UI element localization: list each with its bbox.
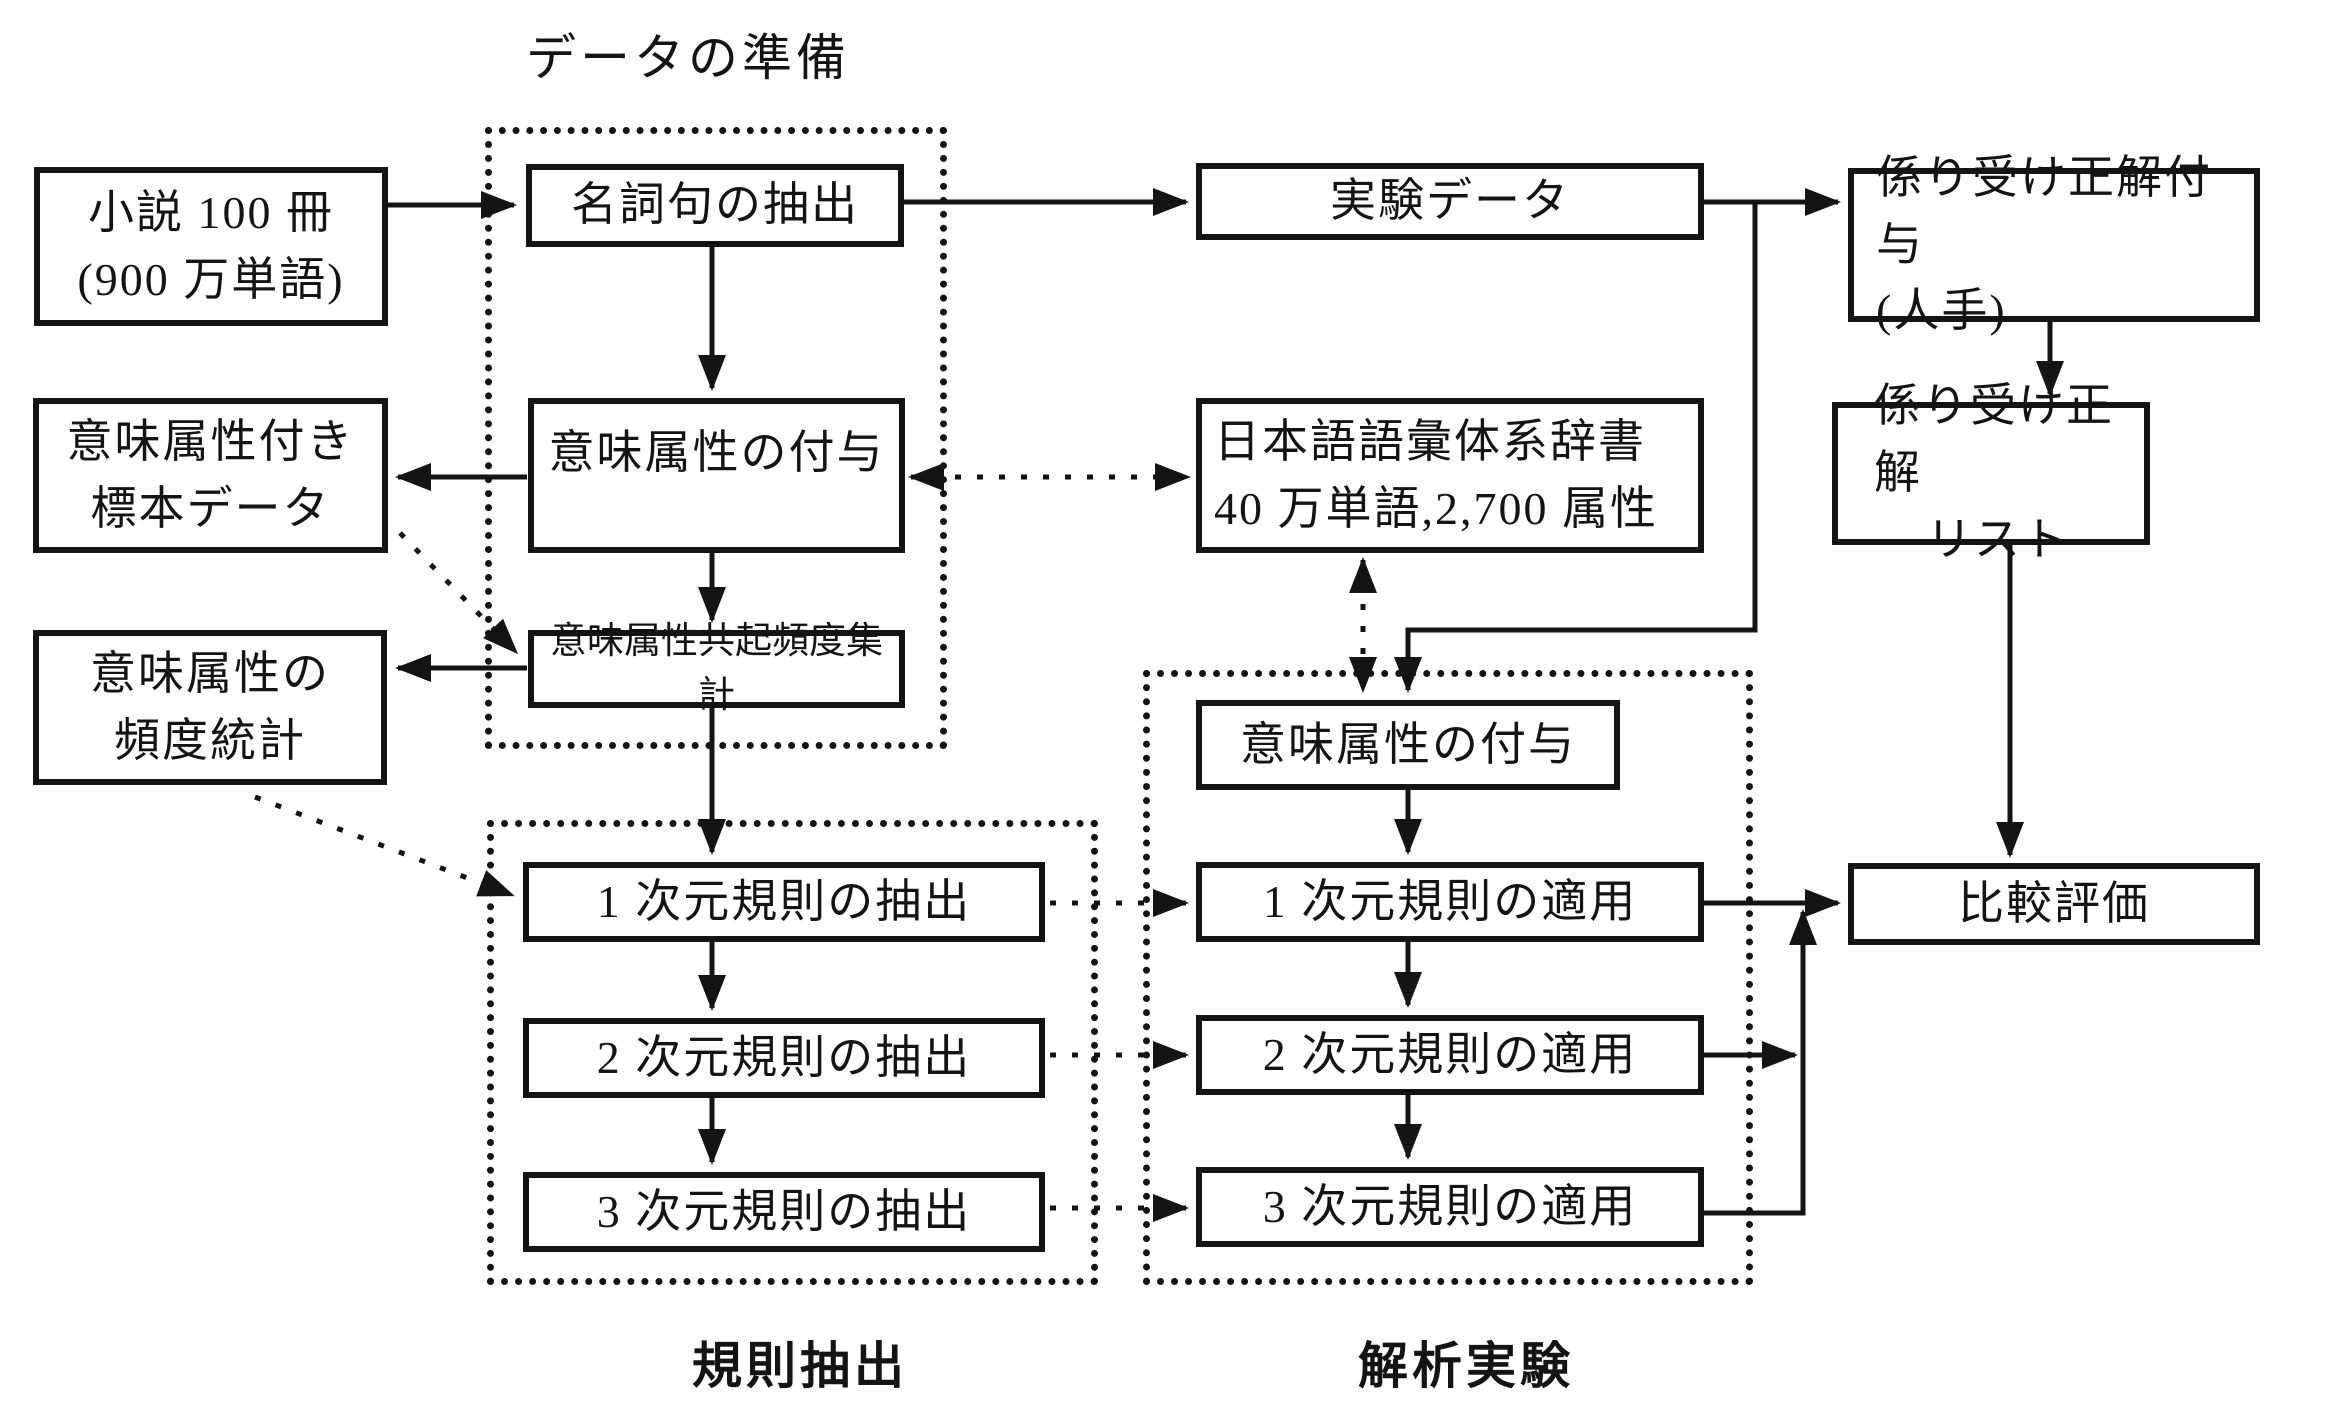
node-experiment-data: 実験データ <box>1196 163 1704 240</box>
caption-data-preparation: データの準備 <box>526 30 850 86</box>
node-attribute-assignment-analysis-label: 意味属性の付与 <box>1240 718 1576 770</box>
node-attribute-freq-stats-line2: 頻度統計 <box>114 714 306 766</box>
caption-analysis-experiment: 解析実験 <box>1358 1338 1574 1394</box>
node-experiment-data-label: 実験データ <box>1330 175 1570 227</box>
node-rule3-application: 3 次元規則の適用 <box>1196 1167 1704 1247</box>
node-rule3-extraction-label: 3 次元規則の抽出 <box>596 1185 972 1237</box>
node-attribute-freq-stats: 意味属性の 頻度統計 <box>33 630 387 785</box>
node-dependency-annotation: 係り受け正解付与 (人手) <box>1848 152 2260 336</box>
node-rule3-extraction: 3 次元規則の抽出 <box>523 1172 1045 1252</box>
group-analysis-experiment-frame <box>1143 670 1753 1285</box>
node-attribute-assignment-prep-label: 意味属性の付与 <box>548 427 885 478</box>
node-cooccurrence-aggregation-label: 意味属性共起頻度集計 <box>550 621 883 716</box>
node-dependency-annotation-line2: (人手) <box>1876 285 2007 337</box>
node-rule2-extraction: 2 次元規則の抽出 <box>523 1018 1045 1098</box>
dotted-arrow-freq-stats-to-rule1-extraction <box>254 794 515 898</box>
node-rule2-application: 2 次元規則の適用 <box>1196 1015 1704 1095</box>
node-comparison-evaluation: 比較評価 <box>1848 863 2260 945</box>
node-japanese-lexicon-line2: 40 万単語,2,700 属性 <box>1214 482 1658 534</box>
node-noun-phrase-extraction-label: 名詞句の抽出 <box>571 179 859 231</box>
node-noun-phrase-extraction: 名詞句の抽出 <box>526 164 904 247</box>
caption-rule-extraction: 規則抽出 <box>692 1338 908 1394</box>
node-attribute-freq-stats-line1: 意味属性の <box>90 647 330 699</box>
dotted-arrow-sample-data-to-cooccurrence <box>398 531 519 655</box>
node-cooccurrence-aggregation: 意味属性共起頻度集計 <box>528 621 905 716</box>
node-attributed-sample-data: 意味属性付き 標本データ <box>33 398 388 553</box>
node-novel-corpus: 小説 100 冊 (900 万単語) <box>34 167 388 326</box>
node-comparison-evaluation-label: 比較評価 <box>1958 877 2150 929</box>
node-dependency-answer-list: 係り受け正解 リスト <box>1832 380 2150 565</box>
node-dependency-annotation-line1: 係り受け正解付与 <box>1876 151 2212 270</box>
node-attribute-assignment-prep: 意味属性の付与 <box>528 398 905 553</box>
arrow-rule3-application-merge-up <box>1704 909 1817 1216</box>
node-attributed-sample-data-line1: 意味属性付き <box>66 415 355 467</box>
node-rule1-extraction-label: 1 次元規則の抽出 <box>596 875 972 927</box>
node-japanese-lexicon: 日本語語彙体系辞書 40 万単語,2,700 属性 <box>1196 398 1704 553</box>
group-data-preparation-frame <box>485 127 947 749</box>
node-rule1-application: 1 次元規則の適用 <box>1196 862 1704 942</box>
node-attributed-sample-data-line2: 標本データ <box>90 482 331 534</box>
node-japanese-lexicon-line1: 日本語語彙体系辞書 <box>1214 415 1646 467</box>
node-rule1-extraction: 1 次元規則の抽出 <box>523 862 1045 942</box>
node-rule2-extraction-label: 2 次元規則の抽出 <box>596 1031 972 1083</box>
node-dependency-answer-list-line1: 係り受け正解 <box>1874 380 2114 499</box>
group-rule-extraction-frame <box>487 820 1098 1285</box>
node-rule2-application-label: 2 次元規則の適用 <box>1262 1028 1638 1080</box>
node-dependency-answer-list-line2: リスト <box>1926 513 2070 565</box>
node-rule1-application-label: 1 次元規則の適用 <box>1262 875 1638 927</box>
node-attribute-assignment-analysis: 意味属性の付与 <box>1196 700 1620 790</box>
node-rule3-application-label: 3 次元規則の適用 <box>1262 1180 1638 1232</box>
arrow-expdata-branch-to-attr-assignment-analysis <box>1394 202 1758 693</box>
node-novel-corpus-line1: 小説 100 冊 <box>88 186 334 238</box>
node-novel-corpus-line2: (900 万単語) <box>77 253 345 305</box>
